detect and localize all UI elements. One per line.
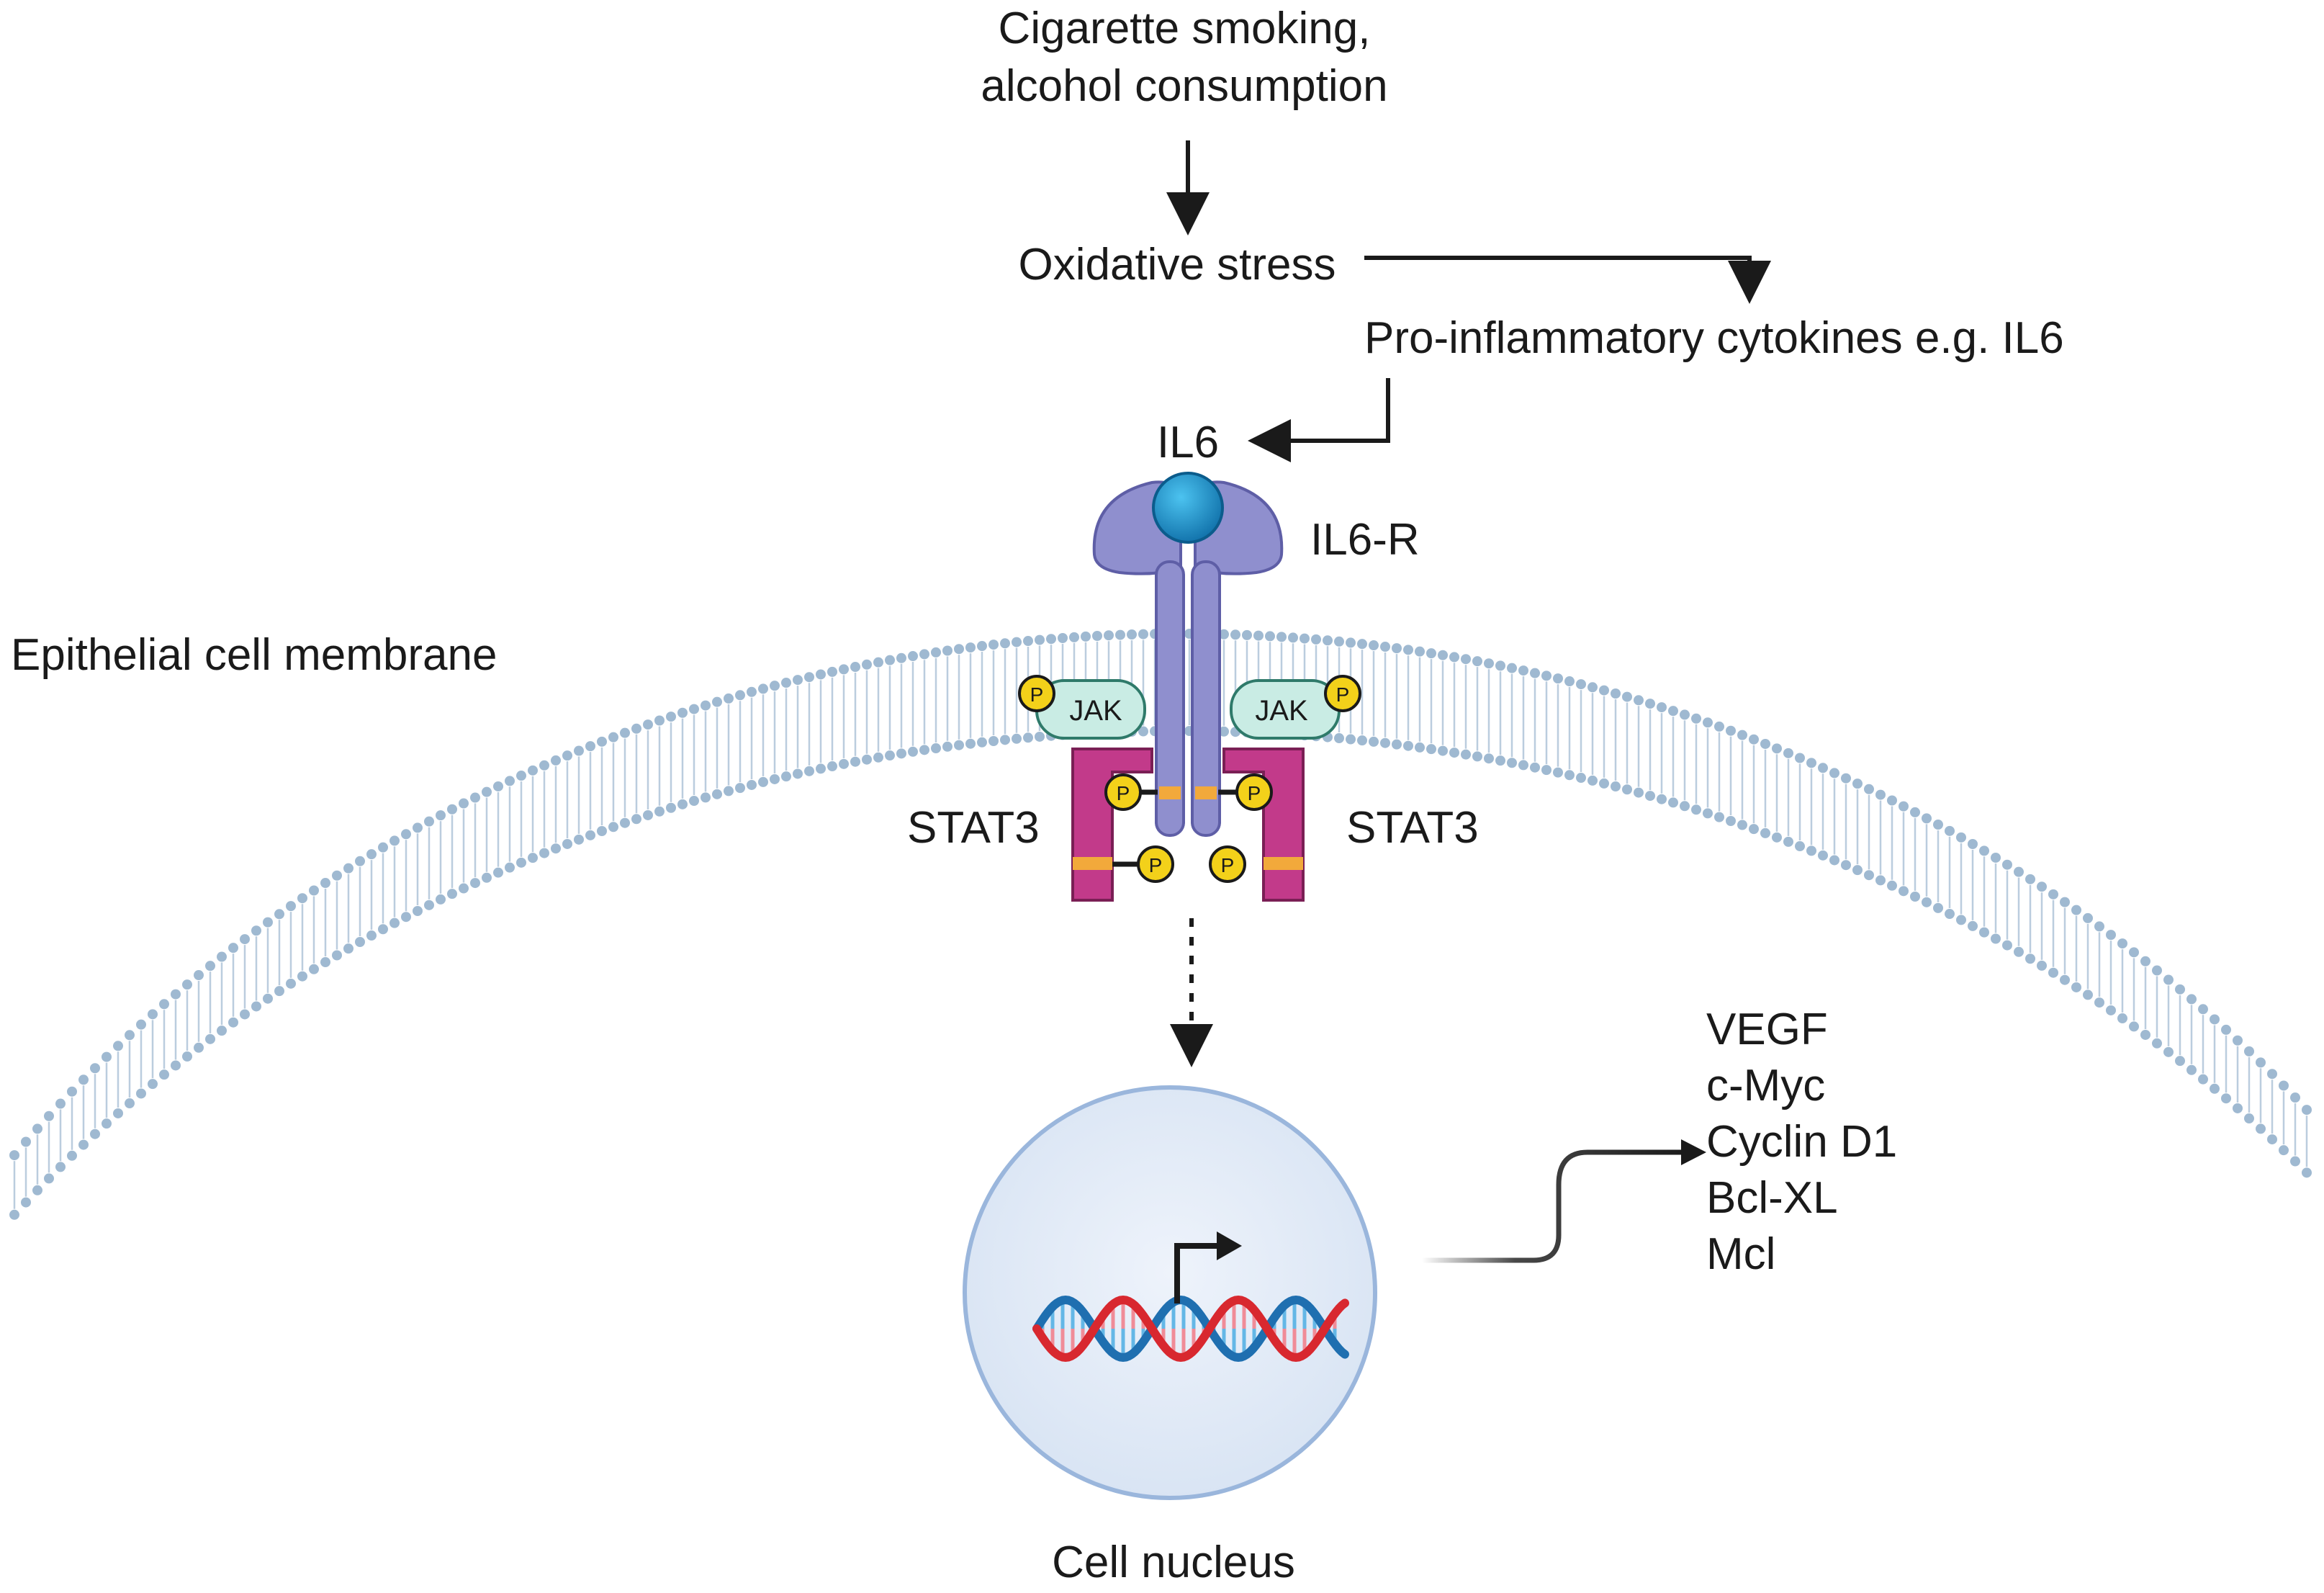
membrane-label: Epithelial cell membrane [11,630,497,680]
arrow-cytokines-to-il6 [1248,378,1390,462]
jak-left-label: JAK [1069,695,1122,727]
phospho-label: P [1248,782,1261,804]
target-gene-item: VEGF [1706,1005,1828,1054]
phospho-label: P [1149,854,1163,876]
phospho-label: P [1221,854,1235,876]
stat3-left [1071,748,1153,902]
stat3-right-label: STAT3 [1346,803,1479,853]
jak-right-label: JAK [1255,695,1308,727]
target-gene-item: Cyclin D1 [1706,1117,1897,1167]
arrow-to-target-genes [1422,1149,1688,1263]
il6-label: IL6 [1157,418,1219,467]
phospho-label: P [1117,782,1130,804]
epithelial-membrane [9,629,2312,1220]
phospho-groups: P P P P P P [1018,675,1361,883]
phospho-label: P [1030,683,1044,706]
phospho-icon: P [1018,675,1055,712]
il6r-label: IL6-R [1310,515,1420,565]
phospho-icon: P [1104,773,1142,811]
cell-nucleus [963,1085,1377,1500]
oxidative-stress-label: Oxidative stress [1018,240,1336,290]
transcription-start-icon [1174,1243,1224,1303]
phospho-icon: P [1137,845,1174,883]
cytokines-label: Pro-inflammatory cytokines e.g. IL6 [1364,313,2064,363]
stat3-right [1222,748,1305,902]
phospho-icon: P [1324,675,1361,712]
jak-right: JAK [1230,679,1341,740]
phospho-icon: P [1235,773,1273,811]
trigger-label-line1: Cigarette smoking, [999,4,1371,53]
target-gene-item: c-Myc [1706,1061,1825,1110]
nucleus-label: Cell nucleus [1052,1538,1295,1587]
target-gene-item: Mcl [1706,1229,1775,1279]
dna-icon [1032,1295,1349,1363]
il6-ligand [1152,472,1224,544]
phospho-icon: P [1209,845,1246,883]
arrow-stress-to-cytokines [1364,256,1771,304]
stat3-left-label: STAT3 [907,803,1040,853]
trigger-label-line2: alcohol consumption [981,61,1387,111]
phospho-label: P [1336,683,1350,706]
target-gene-item: Bcl-XL [1706,1173,1838,1223]
